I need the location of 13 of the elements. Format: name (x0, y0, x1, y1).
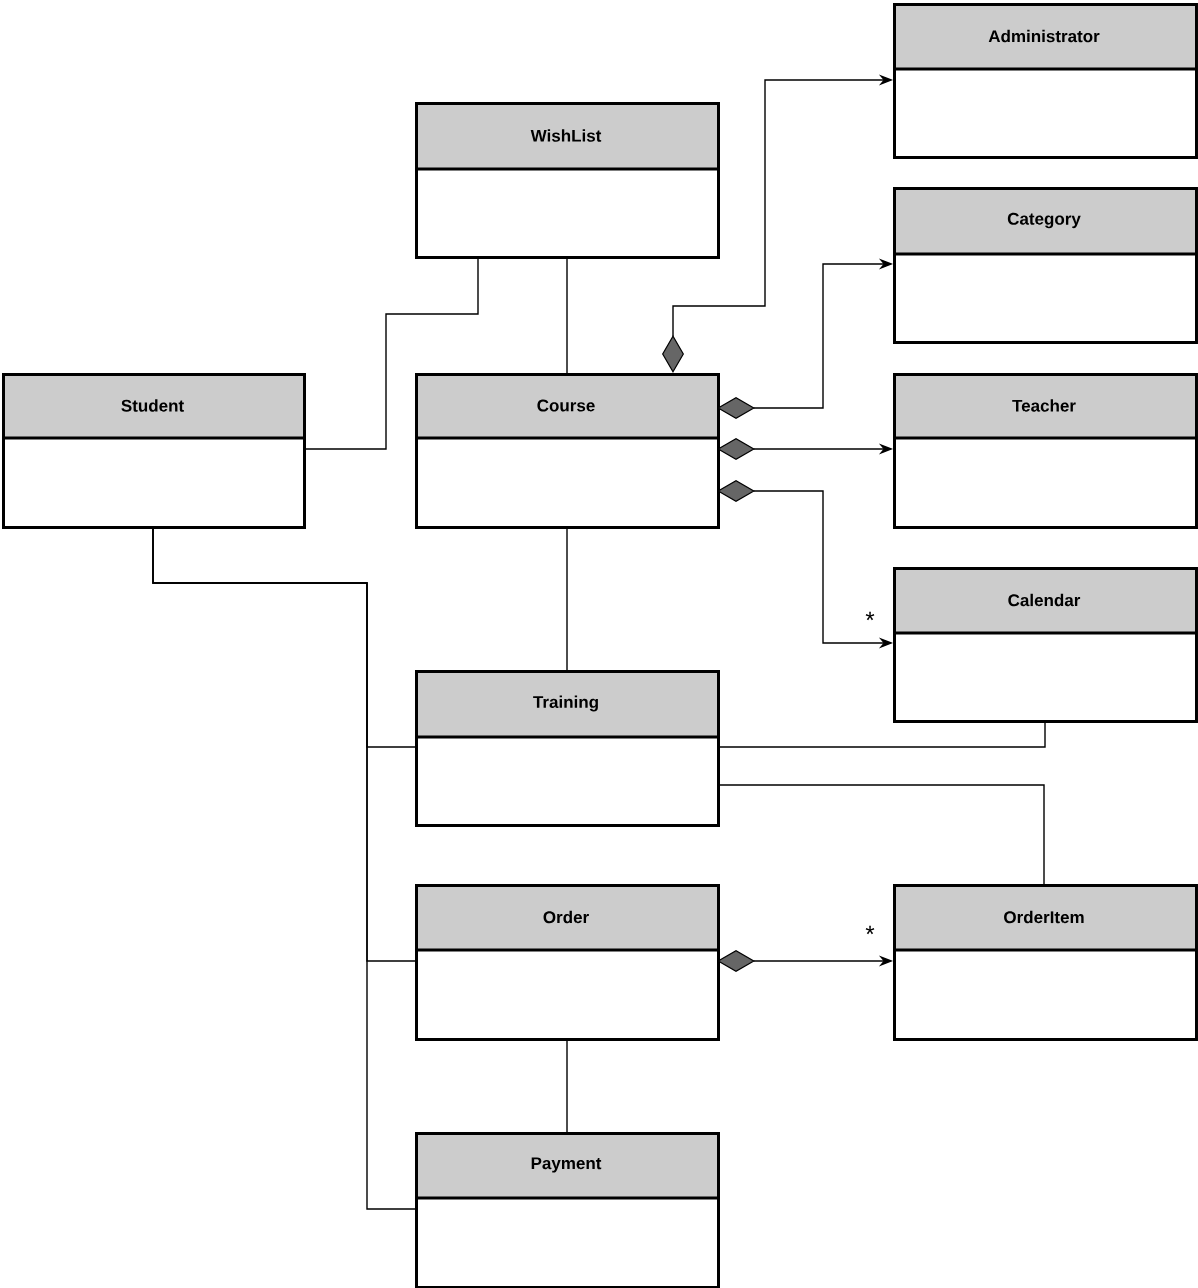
uml-class-box: Payment (415, 1132, 720, 1288)
multiplicity-label: * (864, 924, 876, 944)
multiplicity-label: * (864, 610, 876, 630)
uml-class-box: OrderItem (893, 884, 1198, 1041)
uml-class-box: Calendar (893, 567, 1198, 723)
uml-class-box: Administrator (893, 3, 1198, 159)
uml-class-box: Training (415, 670, 720, 827)
uml-class-box: Course (415, 373, 720, 529)
uml-class-box: Category (893, 187, 1198, 344)
uml-class-box: Order (415, 884, 720, 1041)
uml-class-box: WishList (415, 102, 720, 259)
uml-class-box: Student (2, 373, 306, 529)
uml-class-box: Teacher (893, 373, 1198, 529)
